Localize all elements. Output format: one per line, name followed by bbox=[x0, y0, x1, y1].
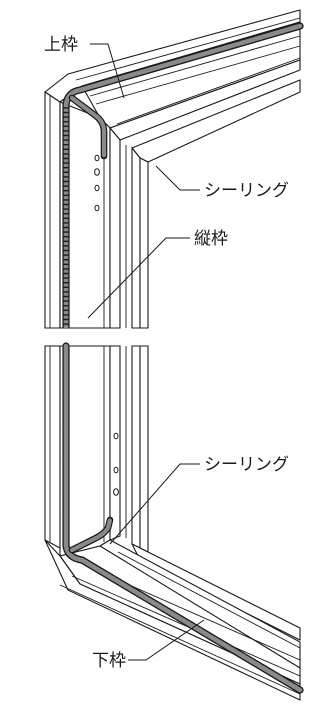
leader-line-bottom-frame bbox=[128, 619, 205, 661]
screw-hole bbox=[94, 204, 100, 212]
sealant-bead-top-fill bbox=[63, 23, 303, 107]
vertical-frame-upper bbox=[44, 90, 149, 329]
leader-line-vertical-frame bbox=[87, 237, 190, 319]
screw-hole bbox=[94, 154, 100, 162]
label-top-frame: 上枠 bbox=[44, 35, 78, 55]
label-sealing-lower: シーリング bbox=[204, 455, 289, 475]
leader-lines bbox=[87, 43, 205, 661]
vertical-frame-outer-edge-lower bbox=[44, 345, 61, 549]
leader-line-sealing-upper bbox=[155, 165, 200, 191]
vertical-frame-side-upper bbox=[109, 126, 121, 329]
bottom-frame-outer-edge bbox=[44, 539, 301, 701]
screw-holes bbox=[94, 154, 119, 496]
leader-line-sealing-lower bbox=[109, 463, 200, 545]
sealant-bead-inner-top-corner-fill bbox=[69, 95, 107, 159]
top-frame-edge-lines bbox=[75, 17, 301, 125]
sealant-bead-inner-bottom-corner-fill bbox=[69, 517, 113, 553]
sealant-bead bbox=[62, 22, 304, 694]
screw-hole bbox=[113, 466, 119, 474]
screw-hole bbox=[94, 168, 100, 176]
leader-line-top-frame bbox=[90, 43, 125, 99]
label-bottom-frame: 下枠 bbox=[92, 651, 126, 671]
glazing-frame-left-inner-upper bbox=[139, 157, 149, 329]
label-vertical-frame: 縦枠 bbox=[194, 229, 228, 249]
glazing-frame-left-upper bbox=[131, 146, 141, 329]
label-sealing-upper: シーリング bbox=[204, 181, 289, 201]
vertical-frame-side-lower bbox=[109, 345, 121, 541]
sealant-bead-left-lower-fill bbox=[63, 343, 303, 693]
screw-hole bbox=[113, 488, 119, 496]
vertical-frame-lower-lines bbox=[49, 346, 127, 543]
glazing-frame-left-inner-lower bbox=[139, 345, 149, 553]
top-frame bbox=[44, 9, 301, 163]
screw-hole bbox=[113, 432, 119, 440]
screw-hole bbox=[94, 184, 100, 192]
vertical-frame-outer-edge-upper bbox=[44, 90, 61, 329]
vertical-frame-lower bbox=[44, 345, 149, 557]
